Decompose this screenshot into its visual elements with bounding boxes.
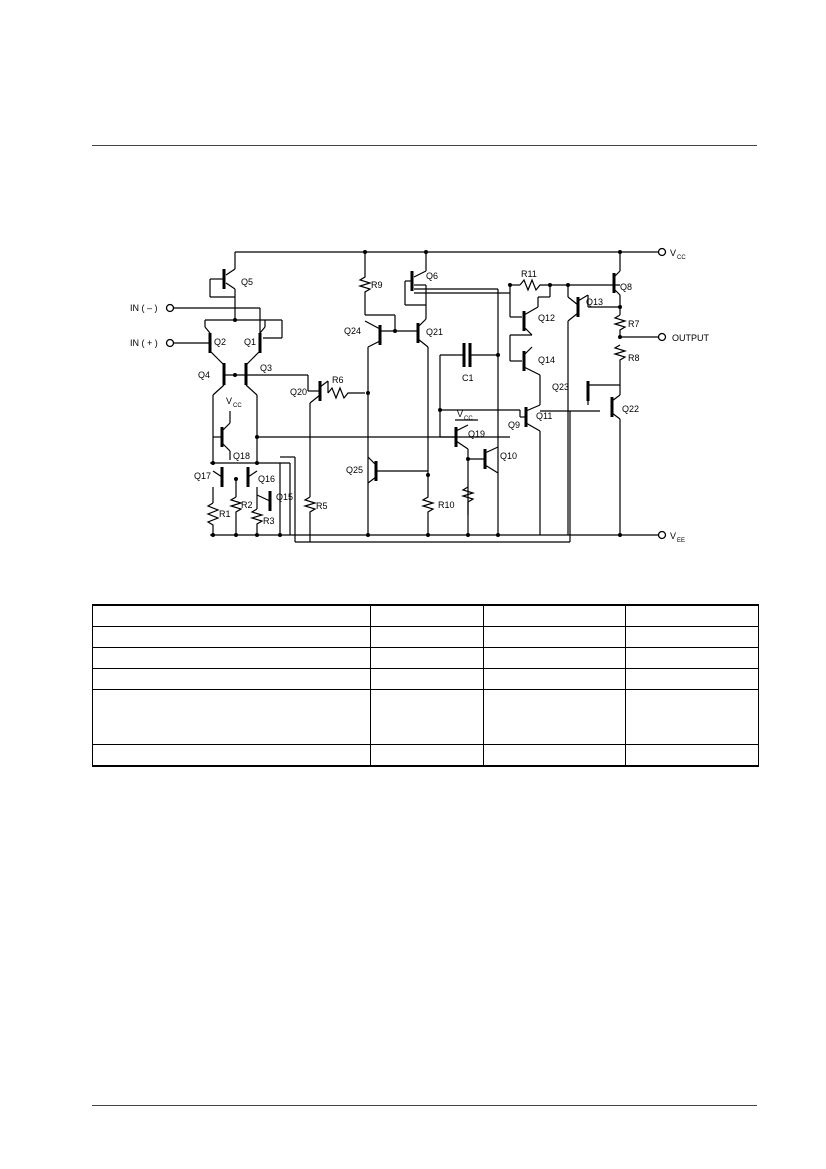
q11-label: Q11 — [536, 411, 552, 421]
r2-label: R2 — [241, 500, 253, 510]
table-cell — [92, 626, 371, 648]
q17-label: Q17 — [194, 471, 211, 481]
table-cell — [483, 604, 626, 627]
vcc-label: V — [670, 248, 676, 258]
q10-label: Q10 — [500, 451, 517, 461]
equivalent-circuit-schematic: Q5 IN ( – ) IN ( + ) Q2 Q1 Q4 Q3 V CC Q1… — [130, 247, 710, 544]
r6-resistor — [327, 386, 365, 400]
in-plus-label: IN ( + ) — [130, 338, 158, 348]
q9-label: Q9 — [508, 420, 520, 430]
in-plus-terminal — [165, 338, 175, 348]
table-cell — [370, 689, 484, 745]
r8-resistor — [612, 344, 628, 385]
table-cell — [483, 647, 626, 669]
q3-label: Q3 — [260, 363, 272, 373]
table-cell — [370, 647, 484, 669]
r5-resistor — [302, 496, 318, 542]
in-minus-label: IN ( – ) — [130, 303, 158, 313]
svg-text:EE: EE — [677, 538, 685, 544]
vee-terminal — [657, 530, 667, 540]
table-cell — [625, 744, 759, 767]
r3-label: R3 — [263, 516, 275, 526]
r9-resistor — [357, 252, 373, 315]
q21-label: Q21 — [426, 327, 443, 337]
q13-label: Q13 — [586, 297, 603, 307]
q15-label: Q15 — [276, 492, 293, 502]
q24-label: Q24 — [344, 326, 361, 336]
r9-label: R9 — [371, 280, 383, 290]
q23-label: Q23 — [552, 382, 569, 392]
q2-label: Q2 — [214, 337, 226, 347]
q19-label: Q19 — [468, 429, 485, 439]
r1-resistor — [206, 502, 220, 535]
q14-label: Q14 — [538, 355, 555, 365]
svg-text:CC: CC — [464, 416, 473, 422]
ratings-table — [92, 604, 759, 767]
output-terminal — [657, 332, 667, 342]
q6-label: Q6 — [426, 271, 438, 281]
r10-label: R10 — [438, 500, 455, 510]
q8-label: Q8 — [620, 282, 632, 292]
q22-label: Q22 — [622, 404, 639, 414]
q4-label: Q4 — [198, 370, 210, 380]
r1-label: R1 — [219, 509, 231, 519]
vcc-terminal — [657, 247, 667, 257]
table-cell — [483, 668, 626, 690]
q25-label: Q25 — [346, 465, 363, 475]
vee-label: V — [670, 531, 676, 541]
svg-text:CC: CC — [677, 255, 686, 261]
table-cell — [483, 744, 626, 767]
table-row — [92, 604, 759, 627]
table-row — [92, 744, 759, 767]
r5-label: R5 — [316, 501, 328, 511]
table-cell — [92, 744, 371, 767]
table-cell — [483, 626, 626, 648]
r8-label: R8 — [628, 353, 640, 363]
r7-label: R7 — [628, 319, 640, 329]
table-cell — [92, 689, 371, 745]
svg-text:CC: CC — [233, 403, 242, 409]
internal-vcc-right: V — [457, 409, 463, 419]
table-cell — [483, 689, 626, 745]
table-cell — [370, 626, 484, 648]
footer-rule — [92, 1105, 757, 1106]
table-cell — [370, 604, 484, 627]
table-cell — [370, 668, 484, 690]
table-cell — [92, 647, 371, 669]
r11-resistor — [519, 278, 620, 292]
r6-label: R6 — [332, 375, 344, 385]
internal-vcc-left: V — [226, 396, 232, 406]
q18-label: Q18 — [233, 451, 250, 461]
r11-label: R11 — [521, 269, 537, 279]
header-rule — [92, 145, 757, 146]
table-row — [92, 626, 759, 648]
table-cell — [625, 626, 759, 648]
table-cell — [370, 744, 484, 767]
table-row — [92, 647, 759, 669]
table-row — [92, 668, 759, 690]
q16-label: Q16 — [258, 474, 275, 484]
r3-resistor — [249, 508, 265, 535]
q20-label: Q20 — [290, 387, 307, 397]
table-cell — [92, 604, 371, 627]
q5-label: Q5 — [241, 277, 253, 287]
table-cell — [625, 689, 759, 745]
c1-label: C1 — [462, 373, 474, 383]
r2-resistor — [228, 496, 244, 535]
q12-label: Q12 — [538, 313, 555, 323]
table-row — [92, 689, 759, 745]
table-cell — [92, 668, 371, 690]
output-label: OUTPUT — [672, 333, 710, 343]
table-cell — [625, 668, 759, 690]
r10-resistor — [420, 475, 436, 535]
r7-resistor — [612, 314, 628, 337]
q1-label: Q1 — [244, 337, 256, 347]
table-cell — [625, 604, 759, 627]
in-minus-terminal — [165, 303, 175, 313]
table-cell — [625, 647, 759, 669]
